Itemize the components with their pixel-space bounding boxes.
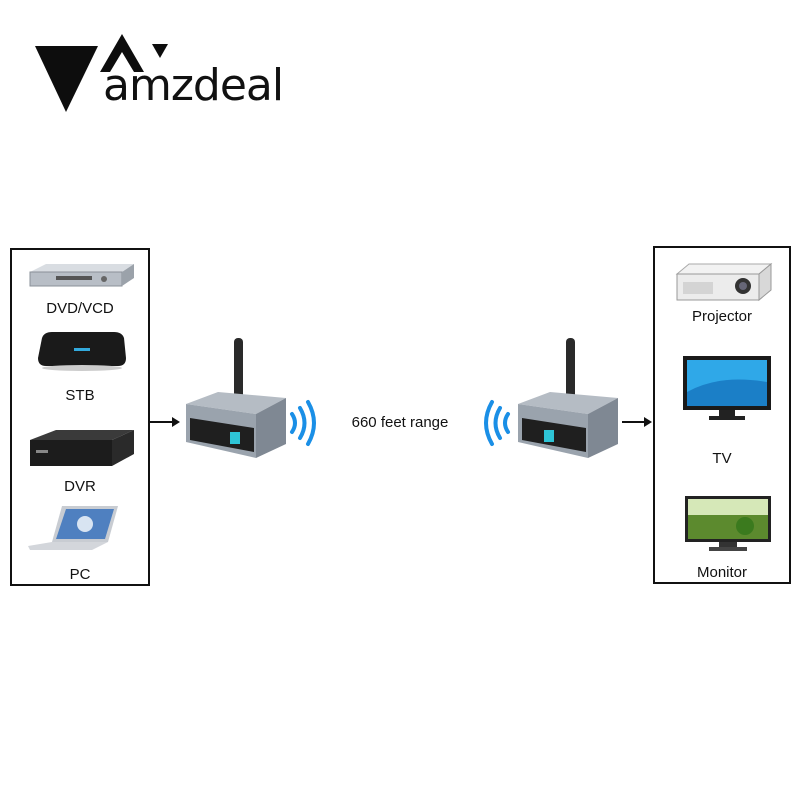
source-label-dvd: DVD/VCD [46, 300, 114, 317]
wireless-signal-icon [290, 400, 316, 446]
arrow-right-icon [150, 417, 180, 427]
receiver-icon [518, 338, 618, 458]
display-label-projector: Projector [691, 308, 753, 325]
wireless-signal-icon [484, 400, 510, 446]
projector-icon [675, 262, 773, 302]
monitor-icon [685, 496, 771, 551]
transmitter-icon [186, 338, 286, 458]
dvd-player-icon [29, 264, 134, 287]
source-devices-panel: DVD/VCD STB DVR PC [10, 248, 150, 586]
dvr-icon [30, 430, 134, 466]
logo-text: amzdeal [103, 60, 284, 111]
laptop-icon [28, 506, 118, 550]
display-label-monitor: Monitor [696, 564, 748, 581]
display-devices-panel: Projector TV Monitor [653, 246, 791, 584]
range-label: 660 feet range [351, 414, 449, 431]
source-label-stb: STB [65, 387, 95, 404]
source-label-pc: PC [69, 566, 91, 583]
set-top-box-icon [38, 332, 126, 371]
tv-icon [683, 356, 771, 420]
source-label-dvr: DVR [64, 478, 96, 495]
logo-icon [35, 34, 168, 112]
display-label-tv: TV [712, 450, 732, 467]
arrow-right-icon [622, 417, 652, 427]
